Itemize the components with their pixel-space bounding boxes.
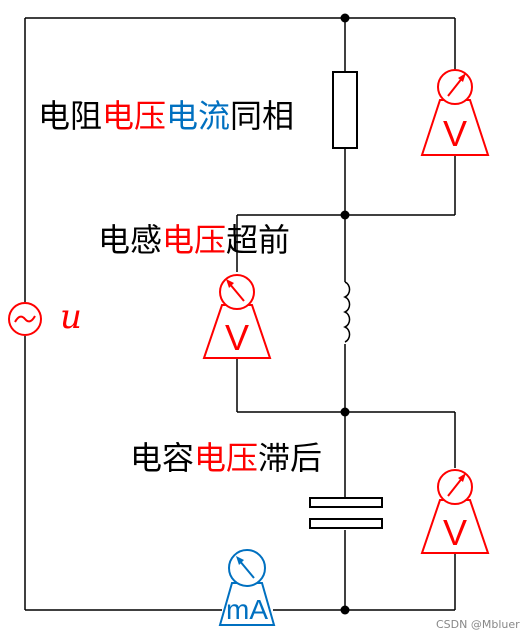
ac-source-symbol	[8, 302, 42, 336]
milliammeter: mA	[218, 549, 276, 626]
voltmeter-resistor-symbol: V	[443, 113, 467, 154]
capacitor-label-part1: 电容	[130, 439, 195, 477]
resistor-label-part1: 电阻	[38, 97, 103, 135]
inductor-voltmeter-wiring	[236, 214, 345, 413]
capacitor-label-part3: 滞后	[258, 439, 323, 477]
capacitor-voltmeter-wiring	[345, 411, 456, 611]
inductor-label-part3: 超前	[226, 221, 291, 259]
inductor-label: 电感电压超前	[98, 222, 290, 258]
main-wiring	[24, 17, 346, 611]
resistor-label-part4: 同相	[230, 97, 295, 135]
watermark: CSDN @Mbluer	[436, 618, 520, 631]
inductor-label-voltage: 电压	[162, 221, 227, 259]
voltmeter-inductor: V	[202, 274, 272, 359]
capacitor-label: 电容电压滞后	[130, 440, 322, 476]
capacitor	[309, 497, 383, 529]
voltmeter-capacitor: V	[420, 469, 490, 554]
junction-dots	[340, 13, 350, 615]
capacitor-label-voltage: 电压	[194, 439, 259, 477]
voltmeter-resistor: V	[420, 69, 490, 156]
voltmeter-capacitor-symbol: V	[443, 512, 467, 553]
inductor-label-part1: 电感	[98, 221, 163, 259]
resistor-label: 电阻电压电流同相	[38, 98, 294, 134]
resistor	[332, 71, 358, 149]
resistor-label-current: 电流	[166, 97, 231, 135]
milliammeter-symbol: mA	[226, 594, 268, 625]
inductor	[343, 281, 351, 343]
voltmeter-inductor-symbol: V	[225, 317, 249, 358]
source-voltage-label: u	[60, 297, 82, 337]
resistor-label-voltage: 电压	[102, 97, 167, 135]
resistor-voltmeter-wiring	[345, 17, 456, 216]
